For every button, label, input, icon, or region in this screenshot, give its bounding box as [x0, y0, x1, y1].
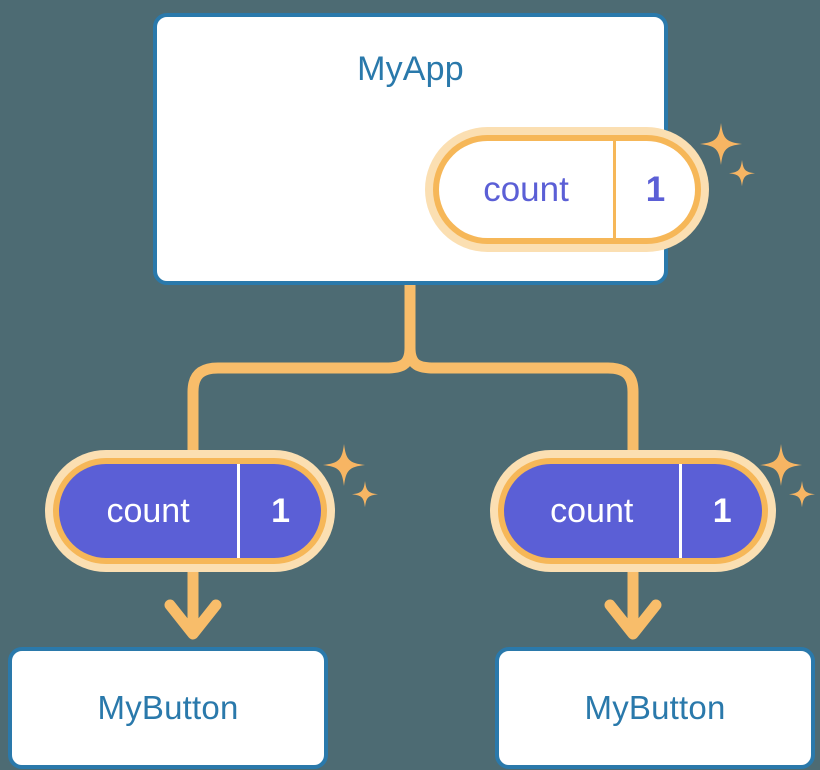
state-pill-child-right[interactable]: count 1 — [490, 450, 776, 572]
state-pill-child-left[interactable]: count 1 — [45, 450, 335, 572]
state-pill-ring: count 1 — [433, 135, 701, 244]
button-card-title: MyButton — [584, 689, 726, 726]
state-pill-body: count 1 — [504, 464, 762, 558]
app-card[interactable]: MyApp count 1 — [153, 13, 755, 285]
button-card-right[interactable]: MyButton — [495, 647, 815, 769]
state-pill-ring: count 1 — [53, 458, 327, 564]
state-value: 1 — [237, 464, 321, 558]
arrow-head-left — [164, 599, 222, 640]
button-card-title: MyButton — [97, 689, 239, 726]
button-card-left[interactable]: MyButton — [8, 647, 328, 769]
sparkle-small-icon — [729, 160, 755, 187]
state-pill-ring: count 1 — [498, 458, 768, 564]
sparkle-small-icon — [352, 481, 378, 508]
sparkle-small-icon — [789, 481, 815, 508]
connector-split-left — [187, 342, 416, 461]
state-key: count — [550, 491, 634, 530]
state-value: 1 — [679, 464, 762, 558]
state-pill-app[interactable]: count 1 — [425, 127, 709, 252]
state-key: count — [483, 169, 569, 209]
sparkle-large-icon — [323, 444, 365, 486]
connector-split-right — [404, 342, 639, 461]
state-pill-body: count 1 — [59, 464, 321, 558]
arrow-head-right — [604, 599, 662, 640]
state-pill-body: count 1 — [439, 141, 695, 238]
sparkle-large-icon — [700, 123, 742, 165]
state-key: count — [106, 491, 190, 530]
state-value: 1 — [613, 141, 695, 238]
app-card-title: MyApp — [357, 50, 464, 88]
